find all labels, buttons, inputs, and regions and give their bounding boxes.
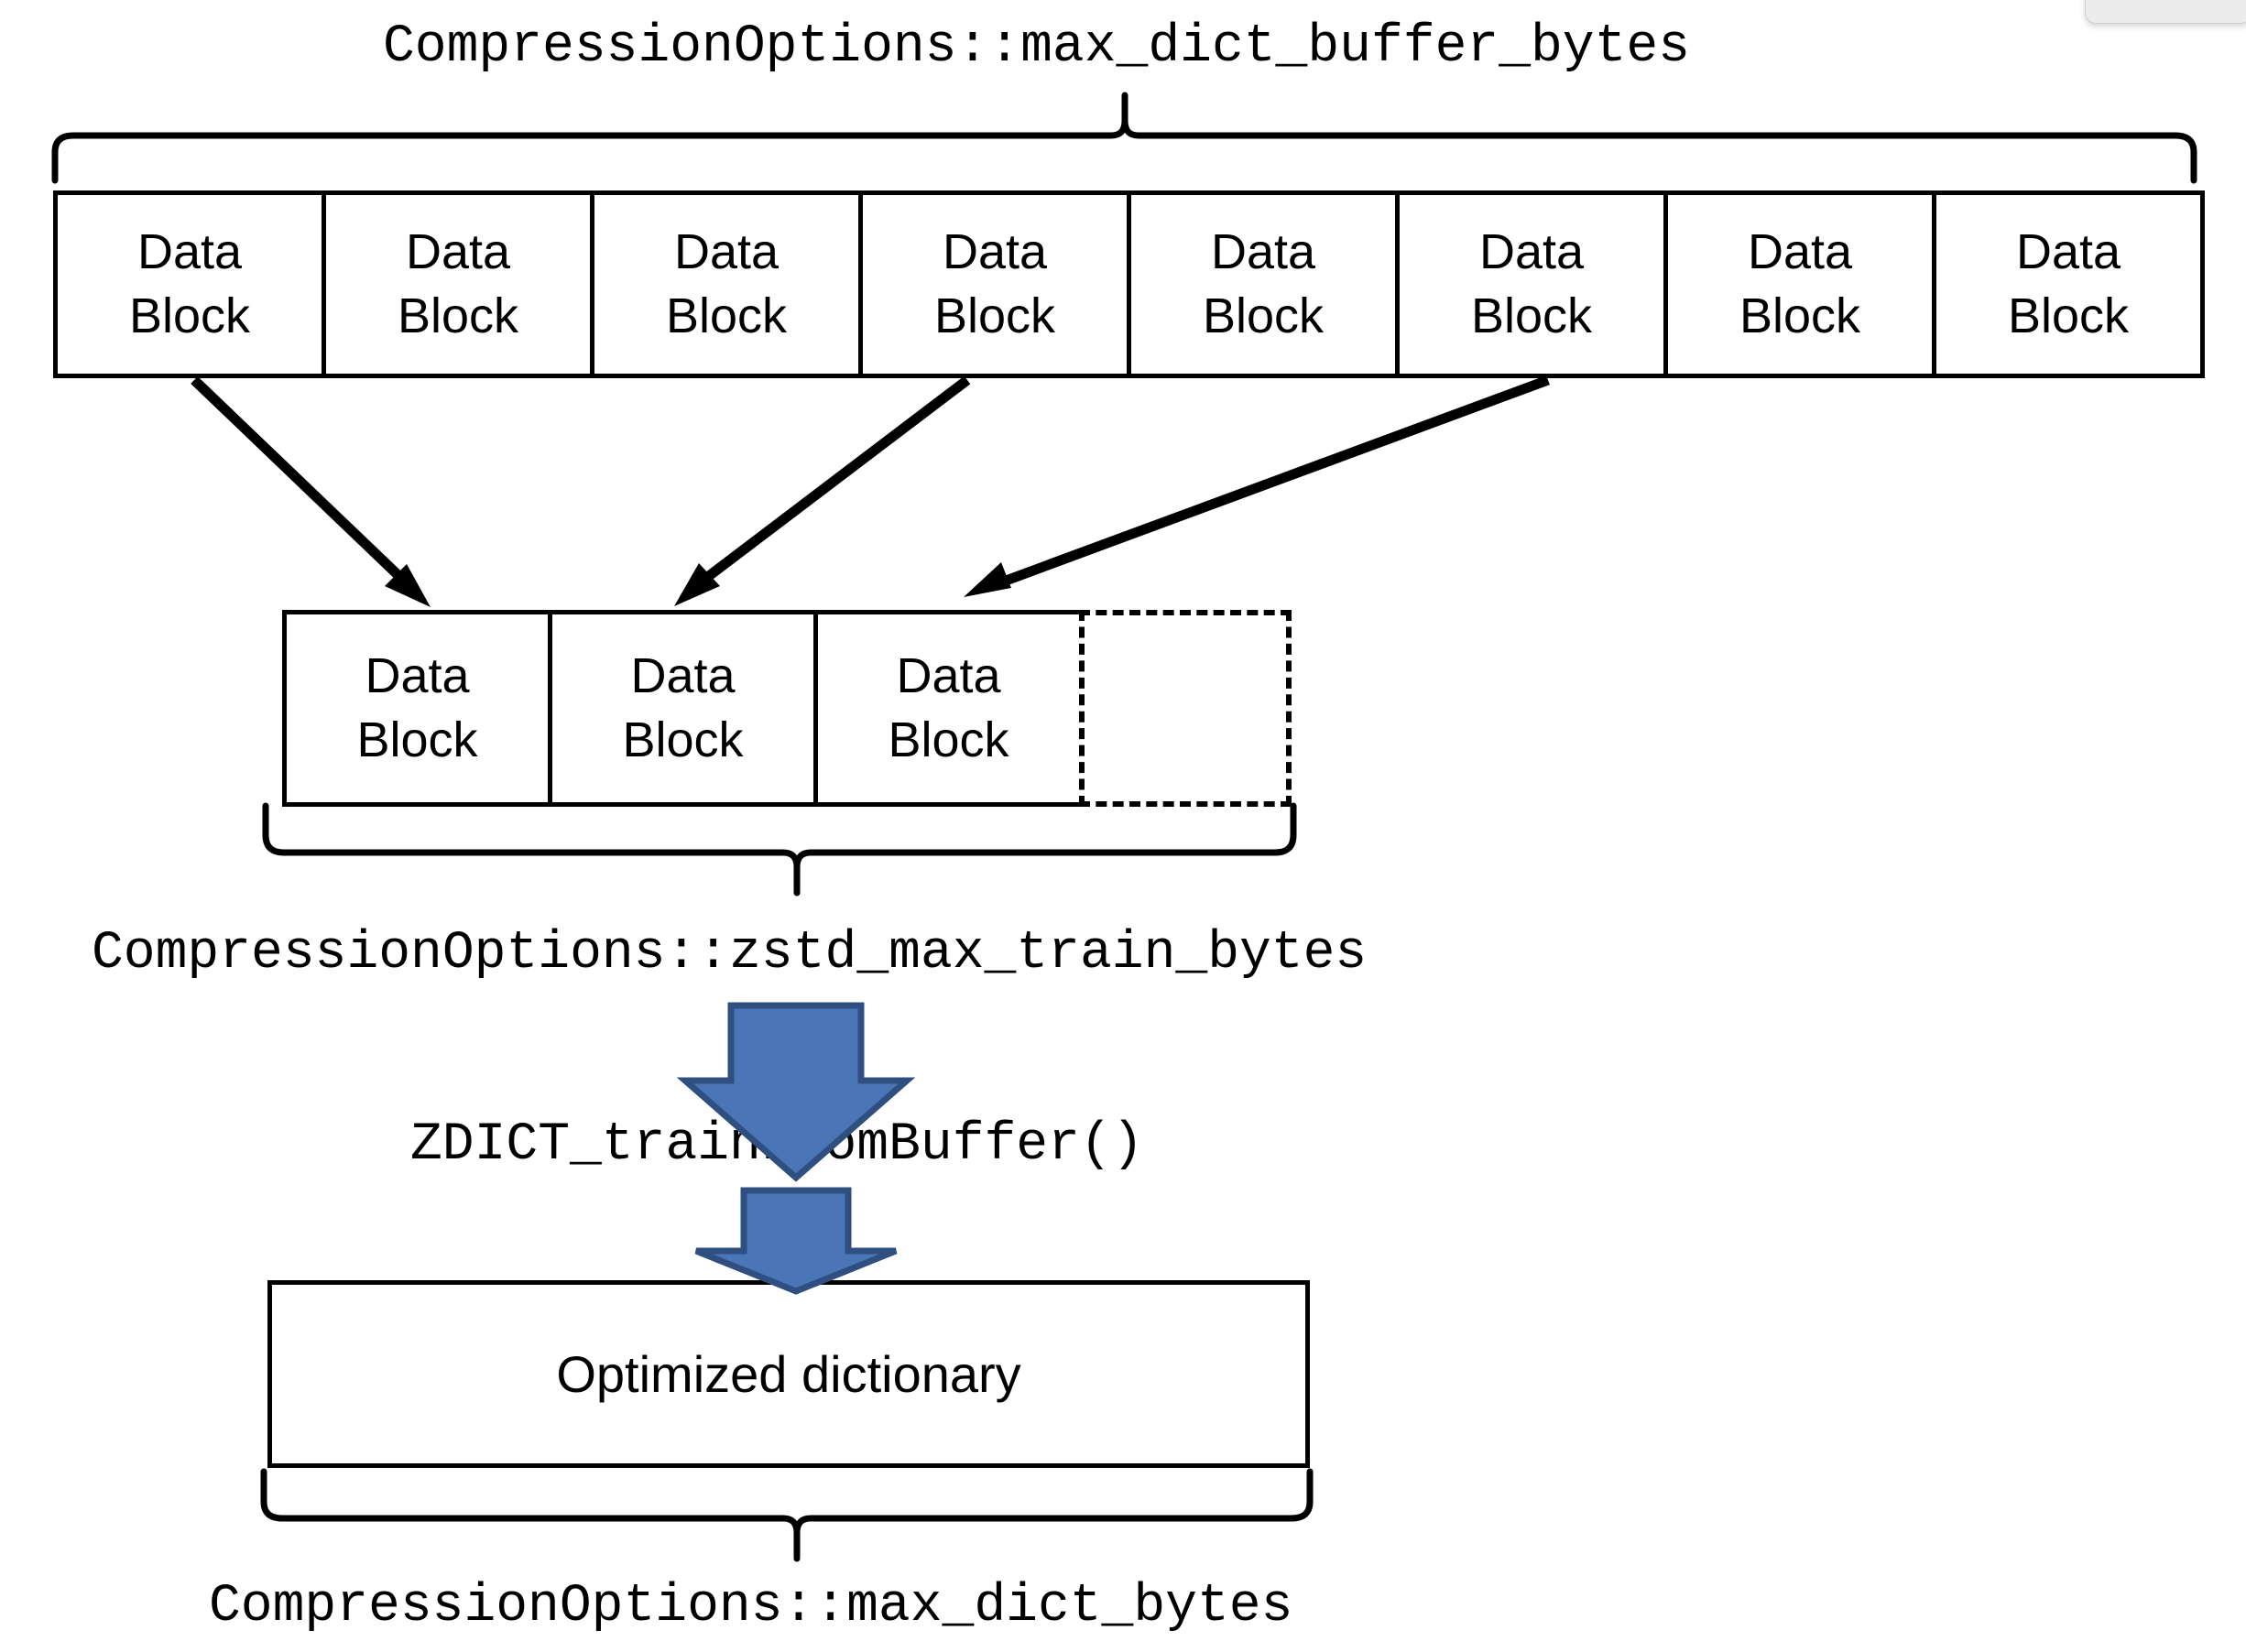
training-buffer-brace [262,802,1297,897]
data-block-label-line1: Data [2015,224,2121,280]
top-brace [51,92,2197,184]
label-zdict-train-from-buffer: ZDICT_trainFromBuffer() [410,1115,1144,1175]
data-block-label-line2: Block [1470,288,1593,343]
optimized-dictionary-label: Optimized dictionary [556,1345,1021,1403]
data-block-label-line1: Data [673,224,780,280]
dictionary-brace [260,1468,1314,1562]
data-block-label-line1: Data [365,648,470,704]
label-zstd-max-train-bytes: CompressionOptions::zstd_max_train_bytes [92,924,1368,984]
data-block-label-line2: Block [397,288,519,343]
data-block-label-line1: Data [630,648,736,704]
data-block-label-line1: Data [942,224,1048,280]
data-block-label-line1: Data [1747,224,1853,280]
data-block-label-line2: Block [622,712,744,767]
window-chrome-corner [2085,0,2246,24]
data-block-label-line2: Block [356,712,478,767]
data-block-label-line1: Data [1478,224,1585,280]
data-block-label-line2: Block [933,288,1056,343]
data-block-label-line2: Block [128,288,251,343]
sampling-arrow-2-line [694,375,971,589]
sampling-arrow-2-head [674,563,720,606]
data-block-label-line1: Data [405,224,511,280]
sampling-arrow-1-line [191,376,411,588]
blue-arrow-to-dictionary [694,1187,898,1295]
empty-buffer-slot [1079,610,1292,807]
sampling-arrow-1-head [385,564,431,607]
data-block-label-line1: Data [1210,224,1316,280]
label-max-dict-buffer-bytes: CompressionOptions::max_dict_buffer_byte… [383,17,1691,77]
sampling-arrow-3-head [964,562,1011,597]
block-sampling-arrows [191,375,1550,607]
data-block-label-line2: Block [1202,288,1325,343]
optimized-dictionary-box: Optimized dictionary [267,1280,1310,1468]
data-block-label-line2: Block [2007,288,2130,343]
data-block-label-line1: Data [136,224,243,280]
data-block-label-line1: Data [896,648,1001,704]
data-block-label-line2: Block [888,712,1009,767]
data-block-label-line2: Block [1739,288,1861,343]
data-block-label-line2: Block [665,288,788,343]
label-max-dict-bytes: CompressionOptions::max_dict_bytes [209,1577,1293,1636]
sampling-arrow-3-line [989,375,1550,592]
